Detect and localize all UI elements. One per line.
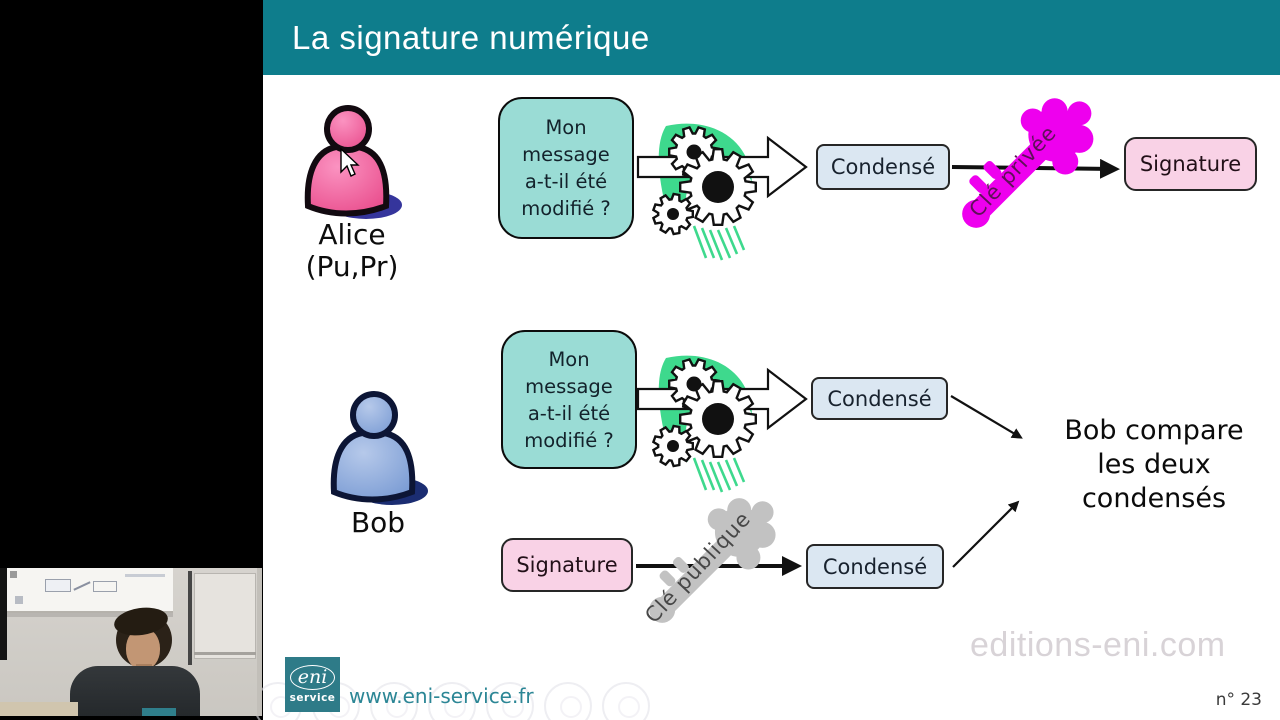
- ghost-icon-circle: [428, 682, 476, 720]
- ghost-icon-circle: [602, 682, 650, 720]
- editions-watermark: editions-eni.com: [970, 626, 1226, 664]
- ghost-icon-circle: [486, 682, 534, 720]
- ghost-icon-circle: [544, 682, 592, 720]
- presenter-webcam: [0, 568, 262, 716]
- desk: [0, 702, 78, 716]
- alice-avatar-icon: [304, 105, 402, 219]
- page-number: n° 23: [1215, 690, 1262, 710]
- alice-keypair-label: (Pu,Pr): [305, 250, 399, 283]
- condense-box-alice: Condensé: [816, 144, 950, 190]
- bob-name: Bob: [350, 506, 406, 539]
- eni-logo-subtext: service: [289, 692, 336, 704]
- projection-screen: [7, 568, 173, 613]
- message-box-alice: Mon message a-t-il été modifié ?: [498, 97, 634, 239]
- presenter-body: [70, 666, 200, 716]
- service-url: www.eni-service.fr: [349, 684, 534, 708]
- slide-title: La signature numérique: [292, 19, 650, 56]
- condense-box-bob-hash: Condensé: [811, 377, 948, 420]
- message-box-bob: Mon message a-t-il été modifié ?: [501, 330, 637, 469]
- alice-name: Alice: [318, 218, 386, 251]
- condense-box-bob-verify: Condensé: [806, 544, 944, 589]
- whiteboard-frame: [188, 571, 192, 665]
- bob-avatar-icon: [330, 391, 428, 505]
- eni-service-logo: eni service: [285, 657, 340, 712]
- slide-background: [263, 0, 1280, 720]
- compare-text: Bob compare les deux condensés: [1064, 415, 1244, 514]
- slide-header: La signature numérique: [263, 0, 1280, 75]
- eni-logo-text: eni: [289, 665, 336, 690]
- whiteboard: [194, 573, 256, 659]
- webcam-dark-edge: [0, 568, 7, 660]
- signature-box-bob: Signature: [501, 538, 633, 592]
- signature-box-alice: Signature: [1124, 137, 1257, 191]
- ghost-icon-circle: [370, 682, 418, 720]
